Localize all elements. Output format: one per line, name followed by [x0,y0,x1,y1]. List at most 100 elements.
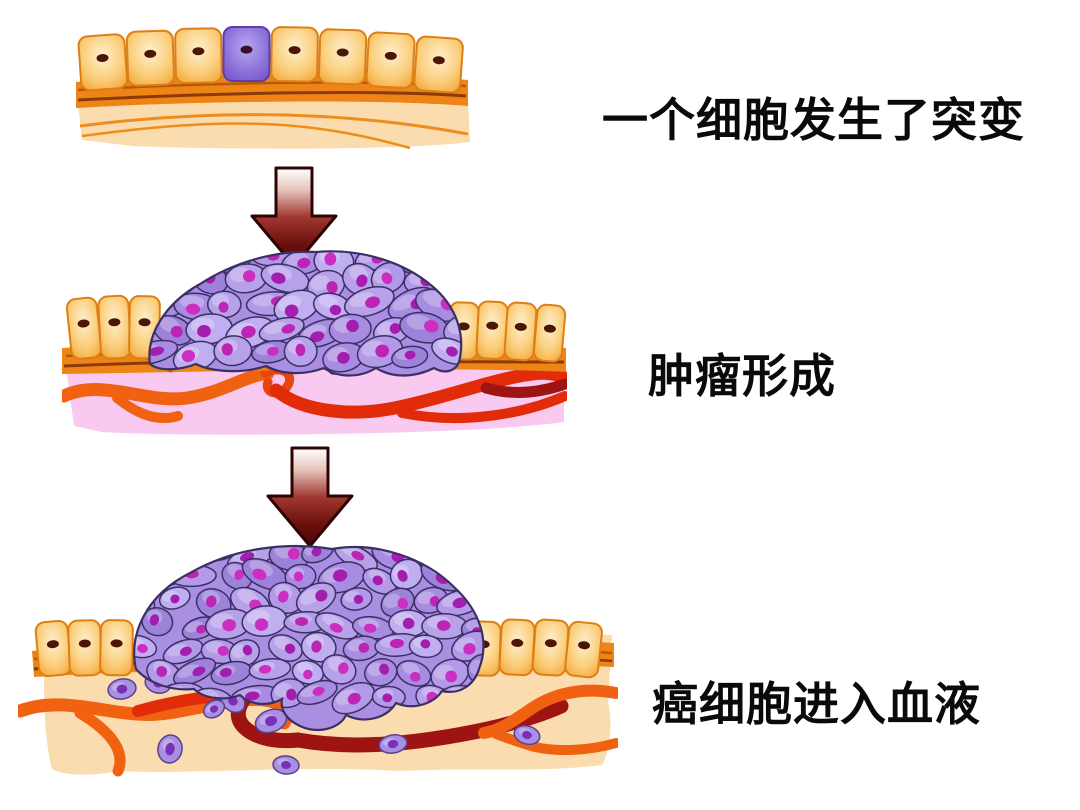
tumor-cell [152,314,193,346]
normal-cell [475,300,509,360]
tumor-cell [340,587,373,611]
normal-cell [365,31,416,89]
tumor-cell [187,546,236,562]
escaped-cancer-cell [378,734,408,754]
stage-2-illustration [62,250,567,435]
normal-cell [34,619,72,678]
tumor-cell [268,546,310,571]
down-arrow-icon [250,166,338,268]
normal-cell [532,303,567,363]
tumor-cell [322,342,365,373]
tumor-cell [364,658,398,687]
tumor-cell [439,271,462,297]
tumor-cell [260,263,310,294]
normal-cell [564,620,603,679]
down-arrow-icon [266,446,354,548]
normal-cell [498,618,536,677]
tumor-cell [370,261,406,294]
tumor-cell [391,345,429,369]
escaped-cancer-cell [202,699,226,719]
tumor-cell [149,251,181,274]
tumor-cell [421,612,468,640]
tumor-cell [241,557,289,591]
tumor-cell [251,340,292,364]
stage-1-caption: 一个细胞发生了突变 [602,95,1025,146]
normal-cell [65,296,103,360]
stage-3-caption: 癌细胞进入血液 [652,679,981,730]
normal-cell [99,619,134,677]
connective-fiber [79,113,469,136]
tumor-cell [149,339,179,366]
tumor-cell [362,567,397,595]
tumor-cell [162,638,204,665]
membrane-streak [77,91,467,102]
tumor-cell [268,634,303,662]
blood-vessel [269,366,567,419]
stage-2-caption: 肿瘤形成 [648,351,836,402]
blood-vessel [491,729,618,756]
blood-vessel [112,393,183,423]
blood-vessel [74,707,126,777]
tumor-mass [149,251,462,376]
normal-cell [174,27,223,84]
tumor-cell [228,639,261,668]
tumor-cell [396,660,432,687]
tumor-cell [388,609,429,638]
tumor-cell [300,631,337,663]
tumor-cell [408,634,443,659]
tumor-cell [331,681,376,715]
tumor-cell [204,608,252,640]
tumor-cell [146,659,183,690]
stage-3-illustration [18,544,618,777]
blood-vessel [62,366,275,406]
tumor-cell [248,658,292,681]
tumor-cell [295,582,337,615]
tumor-cell [296,679,338,706]
tumor-cell [343,286,395,318]
tumor-cell [224,263,268,294]
tumor-cell [258,316,305,343]
tumor-cell [342,635,381,662]
escaped-cancer-cell [272,755,300,775]
normal-cell [503,301,538,362]
tumor-cell [399,311,450,344]
blood-vessel [478,684,618,739]
normal-cell [531,618,570,677]
escaped-cancer-cell [254,708,288,734]
tumor-cell [449,546,484,564]
mutated-cell [222,26,271,82]
tumor-cell [430,658,470,691]
tumor-cell [283,610,329,634]
tissue-layer [78,95,470,149]
tumor-cell [284,563,317,590]
normal-cell [97,294,132,360]
blood-vessel [480,378,567,398]
normal-cell [125,29,176,87]
stage-1-illustration [76,26,470,150]
normal-cell [317,28,368,86]
tumor-cell [185,313,233,345]
tumor-cell [206,290,242,319]
tumor-cell [210,660,252,686]
connective-fiber [81,122,411,150]
tumor-cell [157,546,195,568]
tumor-cell [141,607,174,637]
tumor-cell [328,313,372,345]
blood-vessel [397,391,567,424]
tumor-cell [283,335,318,367]
normal-cell [413,35,464,94]
tumor-cell [314,612,359,640]
normal-cell [77,33,129,92]
normal-cell [67,619,103,677]
tumor-cell [167,564,217,588]
escaped-cancer-cell [157,734,183,764]
normal-cell [270,26,319,83]
tumor-cell [291,659,325,685]
tumor-cell [178,251,222,277]
tumor-cell [172,340,218,373]
tumor-cell [172,657,217,686]
tumor-cell [424,251,462,275]
tumor-cell [213,335,253,367]
tumor-cell [134,546,157,564]
